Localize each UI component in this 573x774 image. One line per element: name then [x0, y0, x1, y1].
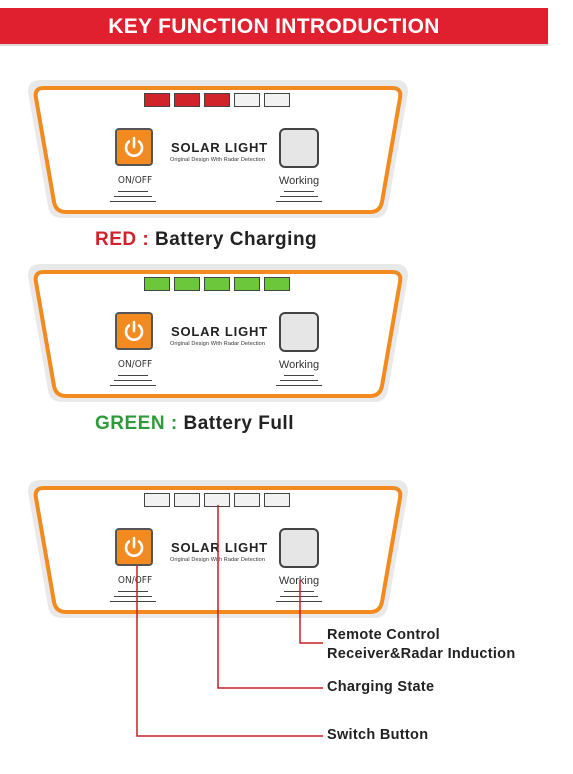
- button-underline: [110, 201, 156, 202]
- onoff-label: ON/OFF: [117, 575, 153, 586]
- working-label: Working: [278, 175, 320, 187]
- button-underline: [114, 380, 152, 381]
- working-indicator-button[interactable]: [279, 528, 319, 568]
- brand-tagline: Original Design With Radar Detection: [170, 157, 265, 163]
- control-panel-full: ON/OFF SOLAR LIGHT Original Design With …: [26, 262, 410, 404]
- header-title: KEY FUNCTION INTRODUCTION: [108, 15, 440, 38]
- panel-frame: [28, 80, 408, 218]
- battery-led-bar: [144, 493, 290, 507]
- brand-tagline: Original Design With Radar Detection: [170, 341, 265, 347]
- working-indicator-button[interactable]: [279, 312, 319, 352]
- battery-led: [264, 93, 290, 107]
- callout-remote-line2: Receiver&Radar Induction: [327, 646, 516, 662]
- working-indicator-button[interactable]: [279, 128, 319, 168]
- charging-callout-line: [217, 505, 323, 689]
- working-label: Working: [278, 359, 320, 371]
- battery-led: [234, 93, 260, 107]
- button-underline: [280, 596, 318, 597]
- onoff-label: ON/OFF: [117, 359, 153, 370]
- switch-callout-line: [136, 566, 323, 737]
- power-button[interactable]: [115, 528, 153, 566]
- battery-led: [174, 93, 200, 107]
- remote-callout-line: [299, 580, 323, 644]
- battery-led: [204, 277, 230, 291]
- battery-led-bar: [144, 277, 290, 291]
- callout-remote-line1: Remote Control: [327, 627, 440, 643]
- button-underline: [280, 380, 318, 381]
- power-icon: [124, 320, 144, 341]
- battery-led: [204, 93, 230, 107]
- power-icon: [124, 136, 144, 157]
- button-underline: [114, 596, 152, 597]
- header-divider: [0, 44, 548, 46]
- button-underline: [284, 591, 314, 592]
- button-underline: [280, 196, 318, 197]
- callout-charging-state: Charging State: [327, 679, 435, 695]
- battery-led: [144, 493, 170, 507]
- battery-led: [174, 493, 200, 507]
- battery-led: [234, 493, 260, 507]
- button-underline: [118, 191, 148, 192]
- section-header: KEY FUNCTION INTRODUCTION: [0, 8, 548, 44]
- battery-led: [264, 277, 290, 291]
- callout-remote: Remote Control Receiver&Radar Induction: [327, 626, 516, 664]
- caption-color-green: GREEN :: [95, 413, 178, 434]
- button-underline: [118, 375, 148, 376]
- battery-led-bar: [144, 93, 290, 107]
- button-underline: [114, 196, 152, 197]
- caption-text: Battery Charging: [155, 229, 318, 250]
- caption-charging: RED : Battery Charging: [95, 229, 317, 251]
- button-underline: [276, 601, 322, 602]
- button-underline: [276, 201, 322, 202]
- panel-frame: [28, 264, 408, 402]
- caption-full: GREEN : Battery Full: [95, 413, 294, 435]
- battery-led: [264, 493, 290, 507]
- brand-name: SOLAR LIGHT: [171, 540, 268, 555]
- button-underline: [110, 385, 156, 386]
- brand-name: SOLAR LIGHT: [171, 140, 268, 155]
- caption-color-red: RED :: [95, 229, 150, 250]
- onoff-label: ON/OFF: [117, 175, 153, 186]
- working-label: Working: [278, 575, 320, 587]
- button-underline: [284, 375, 314, 376]
- button-underline: [118, 591, 148, 592]
- button-underline: [284, 191, 314, 192]
- battery-led: [174, 277, 200, 291]
- battery-led: [144, 277, 170, 291]
- callout-switch-button: Switch Button: [327, 727, 429, 743]
- control-panel-charging: ON/OFF SOLAR LIGHT Original Design With …: [26, 78, 410, 220]
- battery-led: [204, 493, 230, 507]
- power-button[interactable]: [115, 312, 153, 350]
- button-underline: [110, 601, 156, 602]
- battery-led: [144, 93, 170, 107]
- battery-led: [234, 277, 260, 291]
- power-button[interactable]: [115, 128, 153, 166]
- brand-name: SOLAR LIGHT: [171, 324, 268, 339]
- caption-text: Battery Full: [183, 413, 294, 434]
- button-underline: [276, 385, 322, 386]
- power-icon: [124, 536, 144, 557]
